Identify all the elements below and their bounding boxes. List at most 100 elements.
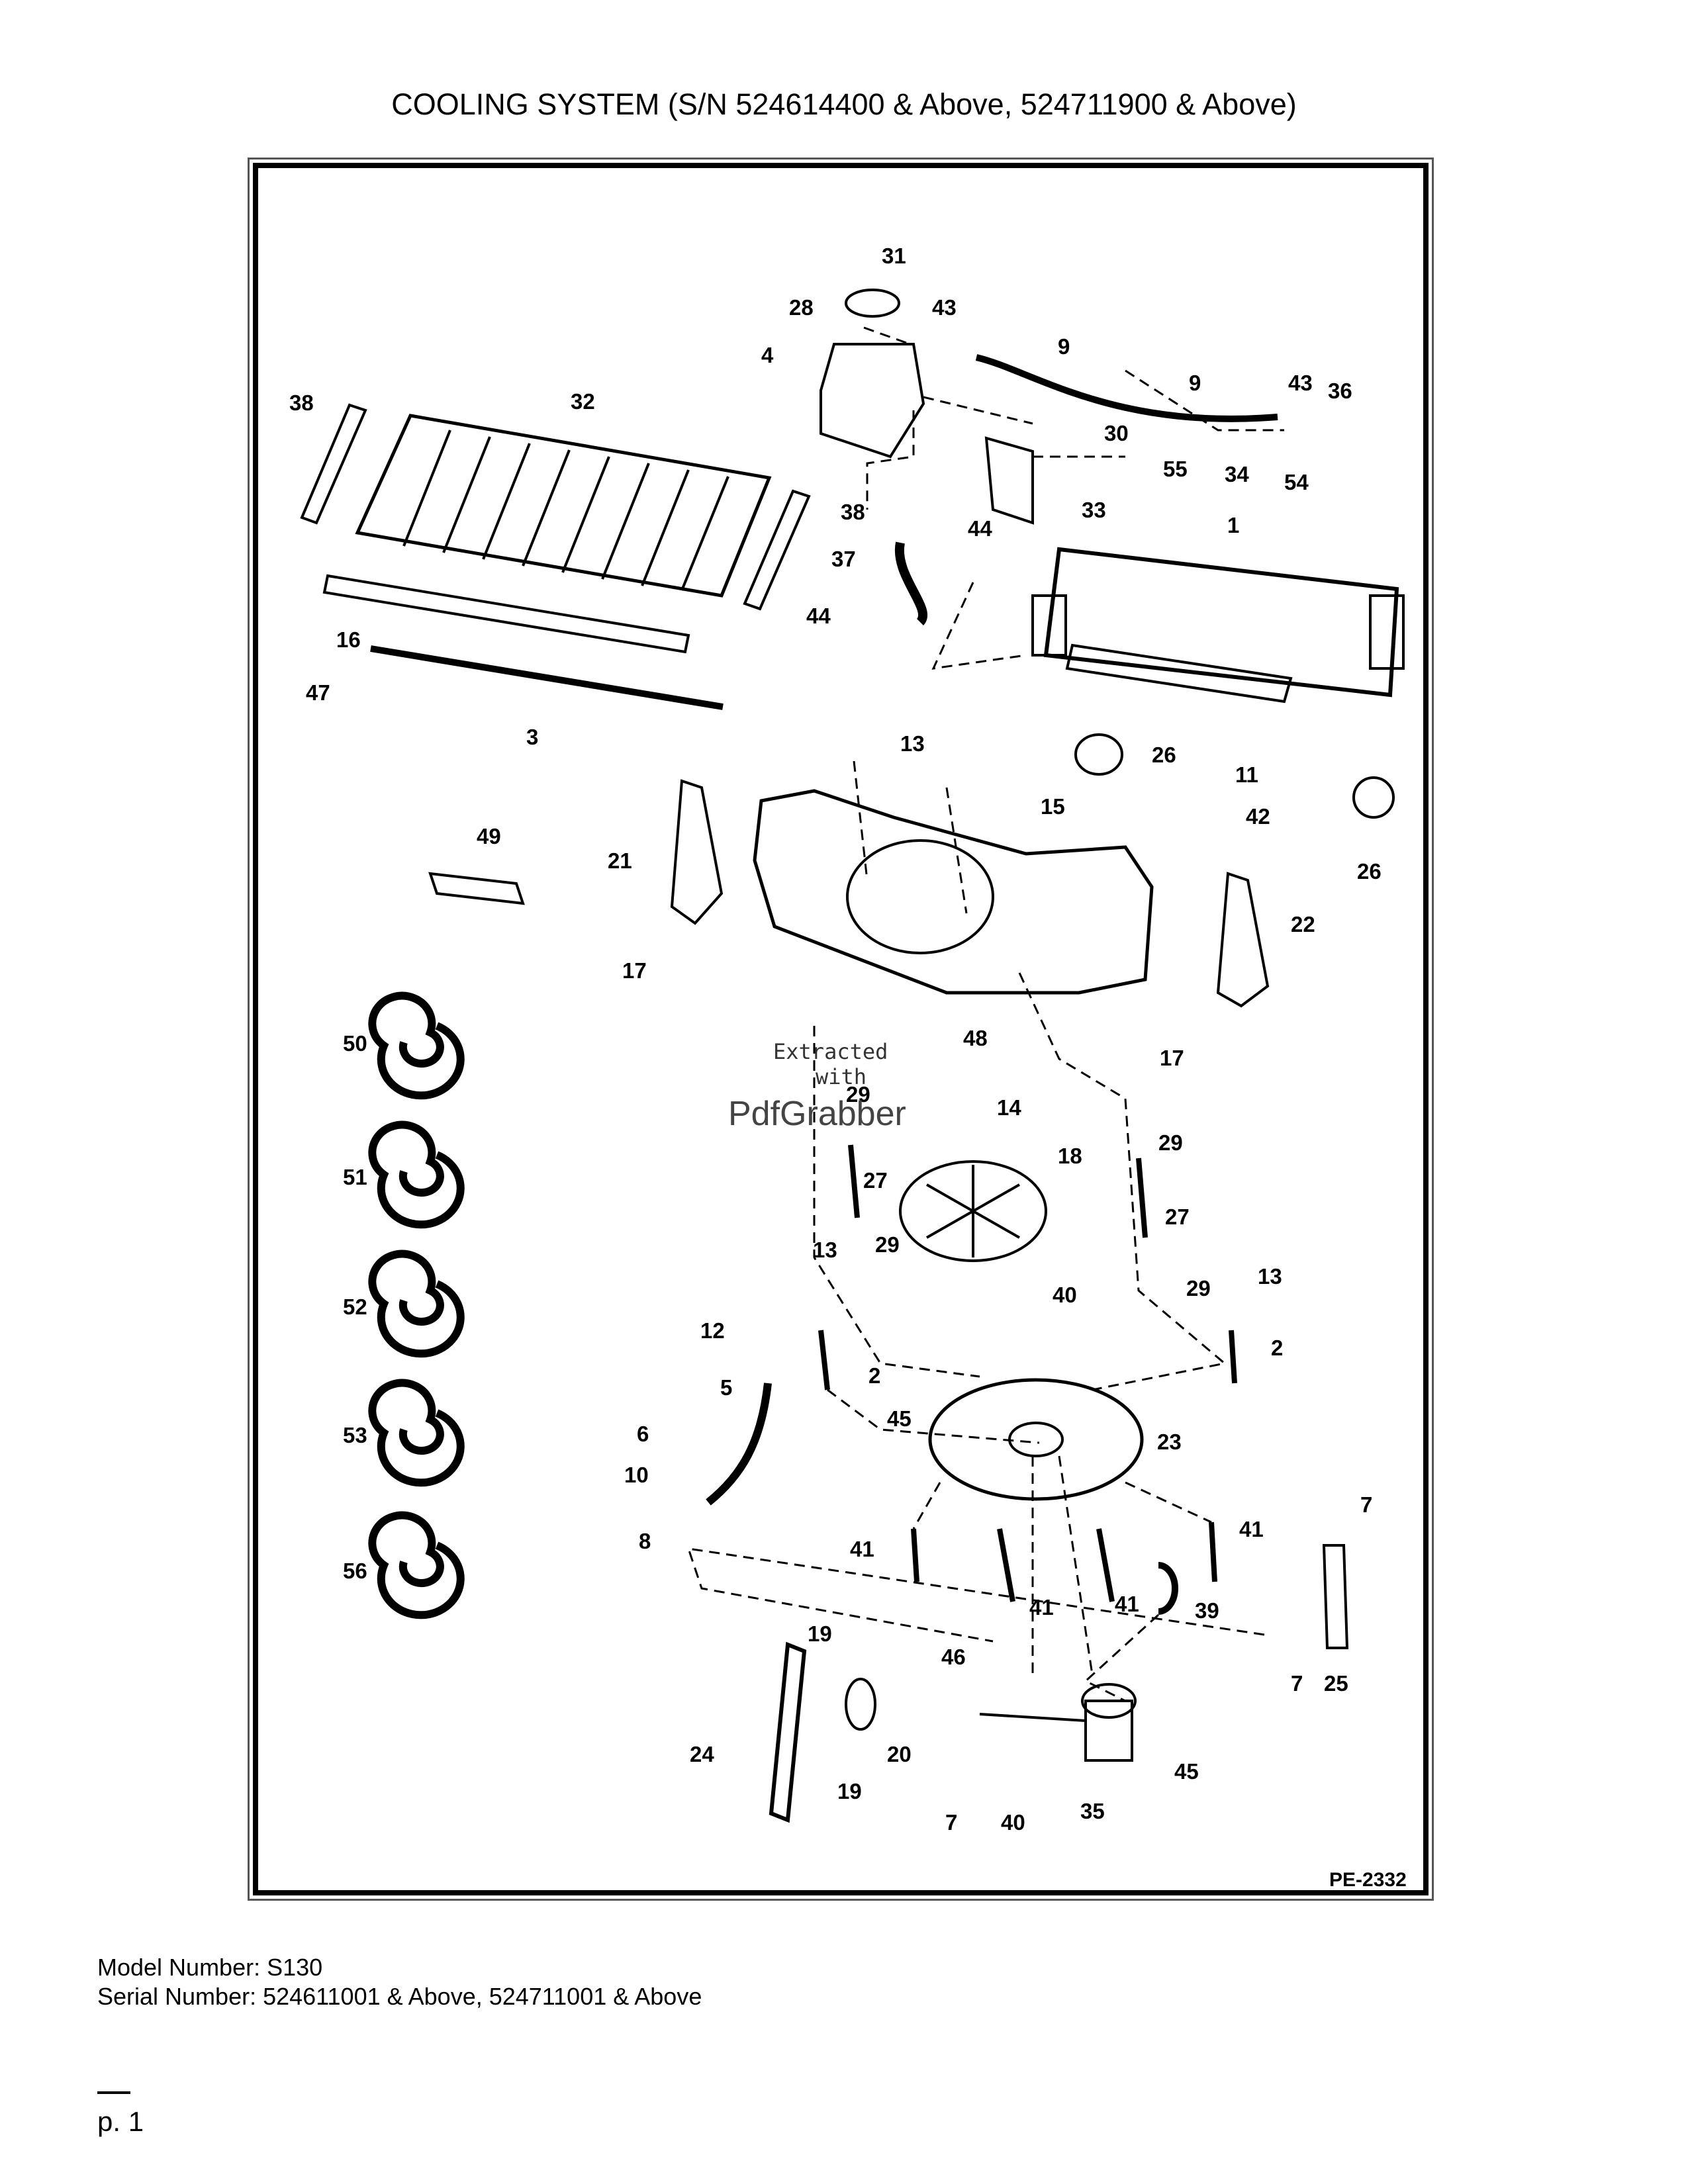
callout-29: 29 — [1186, 1276, 1211, 1300]
callout-49: 49 — [477, 824, 501, 848]
callout-7: 7 — [1291, 1671, 1303, 1696]
callout-32: 32 — [571, 389, 595, 414]
drive-belt — [769, 1641, 807, 1823]
callout-5: 5 — [720, 1375, 732, 1400]
callout-33: 33 — [1082, 498, 1106, 522]
sealant-tube — [428, 872, 525, 905]
callout-47: 47 — [306, 680, 330, 705]
callout-50: 50 — [343, 1031, 367, 1056]
support-bar — [322, 574, 690, 654]
rod — [370, 645, 724, 710]
callout-26: 26 — [1152, 743, 1176, 767]
diagram-frame — [253, 163, 1429, 1895]
diagram-reference-code: PE-2332 — [1329, 1869, 1407, 1891]
callout-14: 14 — [997, 1095, 1021, 1120]
studs — [818, 1144, 1237, 1602]
callout-46: 46 — [941, 1645, 966, 1669]
watermark-line1: Extracted — [773, 1039, 888, 1064]
side-screen-right — [1216, 872, 1270, 1008]
callout-8: 8 — [639, 1529, 651, 1553]
callout-43: 43 — [932, 295, 957, 320]
callout-44: 44 — [968, 516, 992, 541]
callout-10: 10 — [624, 1463, 649, 1487]
callout-27: 27 — [863, 1168, 888, 1193]
callout-20: 20 — [887, 1742, 912, 1766]
callout-38: 38 — [289, 390, 314, 415]
assembly-lines — [686, 326, 1284, 1702]
callout-21: 21 — [608, 848, 632, 873]
callout-18: 18 — [1058, 1144, 1082, 1168]
diagram-frame-outer — [248, 158, 1434, 1901]
guard-piece — [1158, 1562, 1178, 1615]
callout-48: 48 — [963, 1026, 988, 1050]
callout-25: 25 — [1324, 1671, 1348, 1696]
callout-45: 45 — [887, 1406, 912, 1431]
model-number: Model Number: S130 — [97, 1954, 323, 1981]
callout-4: 4 — [761, 343, 774, 367]
callout-41: 41 — [850, 1537, 874, 1561]
coolant-reservoir — [820, 343, 925, 459]
drive-pulley — [845, 1678, 876, 1731]
callout-38: 38 — [841, 500, 865, 524]
callout-30: 30 — [1104, 421, 1129, 445]
callout-29: 29 — [1158, 1130, 1183, 1155]
callout-24: 24 — [690, 1742, 714, 1766]
callout-27: 27 — [1165, 1205, 1190, 1229]
fan-shroud — [753, 789, 1154, 995]
page-number: p. 1 — [97, 2106, 144, 2137]
callout-41: 41 — [1115, 1592, 1139, 1616]
callout-55: 55 — [1163, 457, 1188, 481]
callout-40: 40 — [1053, 1283, 1077, 1307]
callout-26: 26 — [1357, 859, 1382, 884]
callout-37: 37 — [831, 547, 856, 571]
radiator-isolator — [1352, 776, 1395, 819]
radiator-screen — [355, 414, 772, 598]
screen-strip-right — [743, 489, 811, 611]
screen-strip-left — [300, 403, 367, 525]
reservoir-hose — [894, 541, 928, 625]
callout-34: 34 — [1225, 462, 1249, 486]
callout-54: 54 — [1284, 470, 1309, 494]
callout-9: 9 — [1189, 371, 1201, 395]
callout-51: 51 — [343, 1165, 367, 1189]
callout-45: 45 — [1174, 1759, 1199, 1784]
reservoir-cap — [845, 289, 900, 318]
callout-56: 56 — [343, 1559, 367, 1583]
overflow-hose — [975, 354, 1278, 422]
callout-13: 13 — [1258, 1264, 1282, 1289]
callout-52: 52 — [343, 1295, 367, 1319]
hose-coils — [368, 991, 465, 1619]
cooling-fan — [899, 1160, 1047, 1262]
callout-43: 43 — [1288, 371, 1313, 395]
callout-labels: 31 28 43 9 4 9 43 36 38 32 30 34 54 55 3… — [289, 244, 1382, 1835]
fan-gearbox — [979, 1683, 1137, 1762]
callout-13: 13 — [813, 1238, 837, 1262]
side-screen-left — [670, 779, 724, 925]
callout-36: 36 — [1328, 379, 1352, 403]
callout-19: 19 — [808, 1621, 832, 1646]
callout-7: 7 — [945, 1810, 957, 1835]
page-number-rule — [97, 2091, 130, 2094]
callout-19: 19 — [837, 1779, 862, 1803]
callout-12: 12 — [700, 1318, 725, 1343]
watermark-line2: with — [816, 1064, 867, 1089]
callout-2: 2 — [868, 1363, 880, 1388]
callout-29: 29 — [875, 1232, 900, 1257]
page-title: COOLING SYSTEM (S/N 524614400 & Above, 5… — [391, 87, 1297, 121]
callout-15: 15 — [1041, 794, 1065, 819]
reservoir-bracket — [984, 436, 1034, 525]
callout-31: 31 — [882, 244, 906, 268]
callout-29: 29 — [846, 1082, 870, 1107]
callout-3: 3 — [526, 725, 538, 749]
callout-42: 42 — [1246, 804, 1270, 829]
callout-16: 16 — [336, 627, 361, 652]
callout-6: 6 — [637, 1422, 649, 1446]
callout-11: 11 — [1235, 762, 1258, 787]
watermark-line3: PdfGrabber — [728, 1095, 906, 1133]
callout-17: 17 — [622, 958, 647, 983]
fan-mount-bracket — [1322, 1544, 1349, 1649]
callout-35: 35 — [1080, 1799, 1105, 1823]
callout-22: 22 — [1291, 912, 1315, 936]
drive-hose — [706, 1383, 772, 1506]
